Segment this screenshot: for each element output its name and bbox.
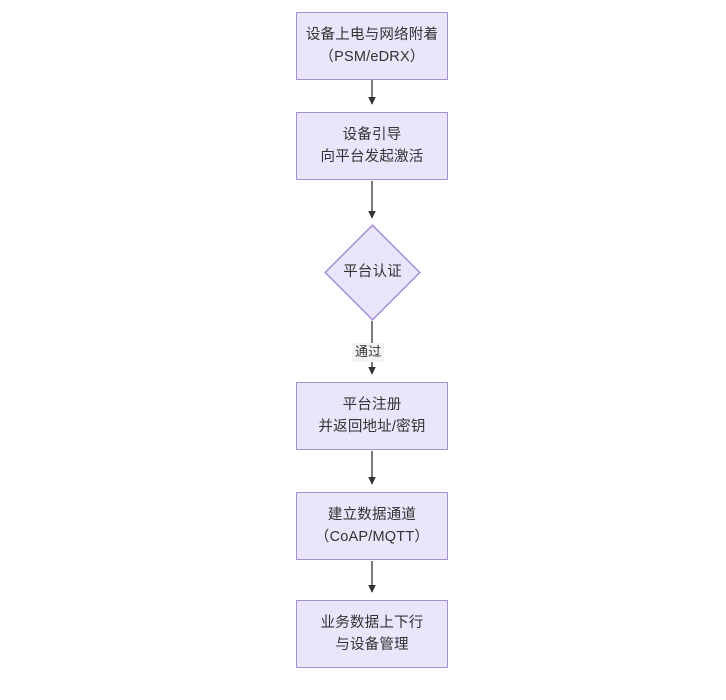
diamond-shape [324,224,421,321]
node-line-primary: 业务数据上下行 [320,614,424,631]
node-device-bootstrap[interactable]: 设备引导 向平台发起激活 [296,112,448,180]
node-line-secondary: （PSM/eDRX） [319,49,425,65]
node-line-primary: 平台认证 [343,264,402,281]
node-device-power-on[interactable]: 设备上电与网络附着 （PSM/eDRX） [296,12,448,80]
node-line-secondary: （CoAP/MQTT） [314,529,430,545]
node-platform-authentication[interactable]: 平台认证 [324,224,421,321]
node-line-secondary: 并返回地址/密钥 [318,419,426,435]
node-line-secondary: 与设备管理 [335,637,409,653]
node-establish-data-channel[interactable]: 建立数据通道 （CoAP/MQTT） [296,492,448,560]
node-line-secondary: 向平台发起激活 [320,149,424,165]
node-line-primary: 平台注册 [342,396,402,413]
node-line-primary: 设备引导 [342,126,402,143]
node-business-data-and-device-management[interactable]: 业务数据上下行 与设备管理 [296,600,448,668]
edge-label-text: 通过 [355,344,382,359]
node-platform-registration[interactable]: 平台注册 并返回地址/密钥 [296,382,448,450]
edge-label-pass: 通过 [352,343,385,362]
node-line-primary: 设备上电与网络附着 [305,26,439,43]
node-line-primary: 建立数据通道 [327,506,417,523]
